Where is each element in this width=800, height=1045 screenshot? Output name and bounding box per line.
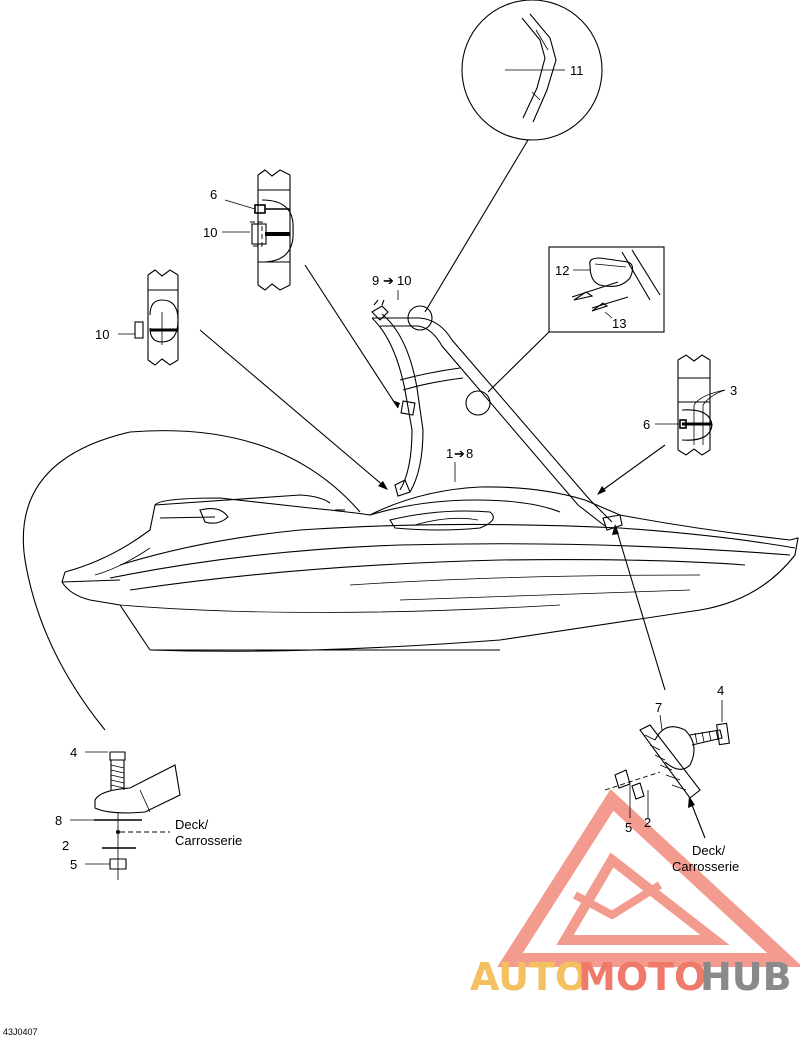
callout-13: 13 <box>612 316 626 331</box>
callout-4-left: 4 <box>70 745 77 760</box>
callout-2-right: 2 <box>644 815 651 830</box>
leader-arrows <box>22 264 666 731</box>
callout-12: 12 <box>555 263 569 278</box>
callout-1-8-end: 8 <box>466 446 473 461</box>
watermark-moto: MOTO <box>578 955 706 999</box>
callout-9: 9 <box>372 273 379 288</box>
deck-label-right-2: Carrosserie <box>672 859 739 874</box>
box-leader <box>487 331 550 393</box>
callout-3: 3 <box>730 383 737 398</box>
boat-hull <box>61 486 799 652</box>
callout-9-10-end: 10 <box>397 273 411 288</box>
callout-4-right: 4 <box>717 683 724 698</box>
drawing-code: 43J0407 <box>3 1027 38 1037</box>
callout-1-8-arrow: ➔ <box>454 446 465 461</box>
callout-7-right: 7 <box>655 700 662 715</box>
zoom-leader <box>424 139 529 313</box>
callout-10-left: 10 <box>95 327 109 342</box>
callout-2-left: 2 <box>62 838 69 853</box>
inset-box-12-13: 12 13 <box>548 246 665 333</box>
callout-8-left: 8 <box>55 813 62 828</box>
callout-9-10-arrow: ➔ <box>383 273 394 288</box>
inset-right: 3 6 <box>643 354 737 456</box>
inset-left: 10 <box>95 269 179 366</box>
watermark-auto: AUTO <box>470 955 587 999</box>
callout-5-right: 5 <box>625 820 632 835</box>
callout-5-left: 5 <box>70 857 77 872</box>
detail-bottom-left: 4 8 2 5 Deck/ Carrosserie <box>55 745 242 880</box>
wakeboard-tower <box>371 290 623 531</box>
deck-label-right-1: Deck/ <box>692 843 726 858</box>
detail-bottom-right: 4 7 5 2 Deck/ Carrosserie <box>604 683 739 874</box>
watermark-logo <box>497 789 800 967</box>
deck-label-left-1: Deck/ <box>175 817 209 832</box>
zoom-detail-11: 11 <box>461 0 603 141</box>
watermark-text: AUTO MOTO HUB <box>470 955 792 999</box>
deck-label-left-2: Carrosserie <box>175 833 242 848</box>
inset-top-left: 6 10 <box>203 169 294 291</box>
watermark-hub: HUB <box>700 955 792 999</box>
box-marker-circle <box>465 390 491 416</box>
callout-6-top: 6 <box>210 187 217 202</box>
callout-6-right: 6 <box>643 417 650 432</box>
callout-10-top: 10 <box>203 225 217 240</box>
callout-1: 1 <box>446 446 453 461</box>
callout-11: 11 <box>570 63 584 78</box>
